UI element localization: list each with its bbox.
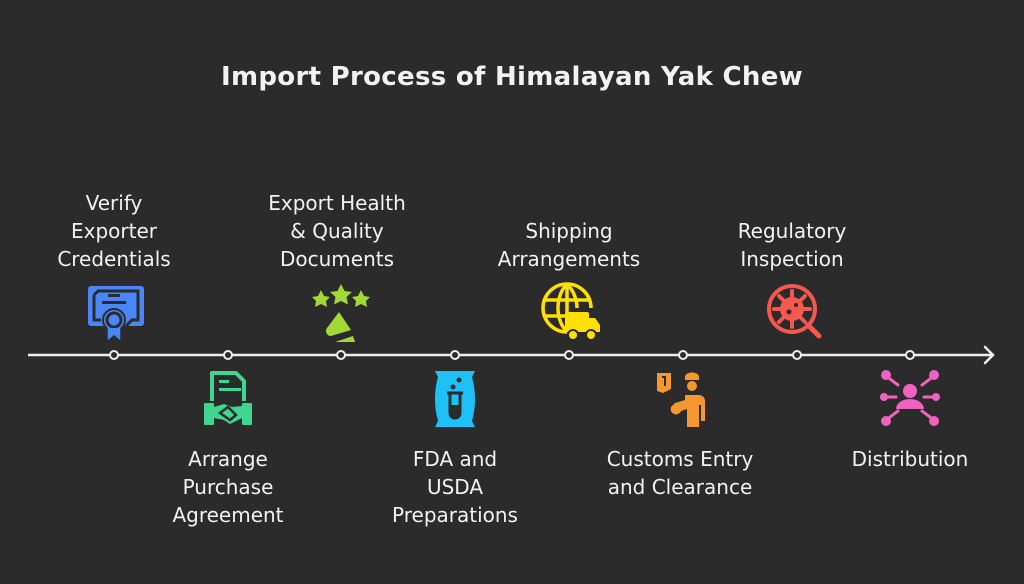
customs-officer-icon <box>657 372 705 427</box>
contract-handshake-icon <box>204 371 252 425</box>
step-label-verify-exporter: Verify Exporter Credentials <box>57 191 171 271</box>
timeline-arrowhead <box>983 345 995 365</box>
timeline-node <box>223 350 233 360</box>
timeline-node <box>336 350 346 360</box>
step-label-customs: Customs Entry and Clearance <box>606 447 754 499</box>
timeline-node <box>905 350 915 360</box>
timeline-node <box>564 350 574 360</box>
step-label-purchase-agreement: Arrange Purchase Agreement <box>172 447 284 527</box>
step-label-export-documents: Export Health & Quality Documents <box>268 191 406 271</box>
step-label-shipping: Shipping Arrangements <box>497 219 641 271</box>
timeline-node <box>678 350 688 360</box>
timeline-node <box>792 350 802 360</box>
step-label-distribution: Distribution <box>851 447 969 471</box>
virus-magnifier-icon <box>767 284 822 339</box>
step-label-inspection: Regulatory Inspection <box>737 219 847 271</box>
global-shipping-truck-icon <box>541 282 600 341</box>
timeline-node <box>450 350 460 360</box>
diagram-title: Import Process of Himalayan Yak Chew <box>221 62 803 92</box>
step-label-fda-usda: FDA and USDA Preparations <box>392 447 518 527</box>
certificate-icon <box>88 286 144 344</box>
lab-sample-bag-icon <box>435 371 475 427</box>
rating-stars-icon <box>312 284 370 342</box>
timeline-node <box>109 350 119 360</box>
distribution-network-icon <box>880 370 940 426</box>
